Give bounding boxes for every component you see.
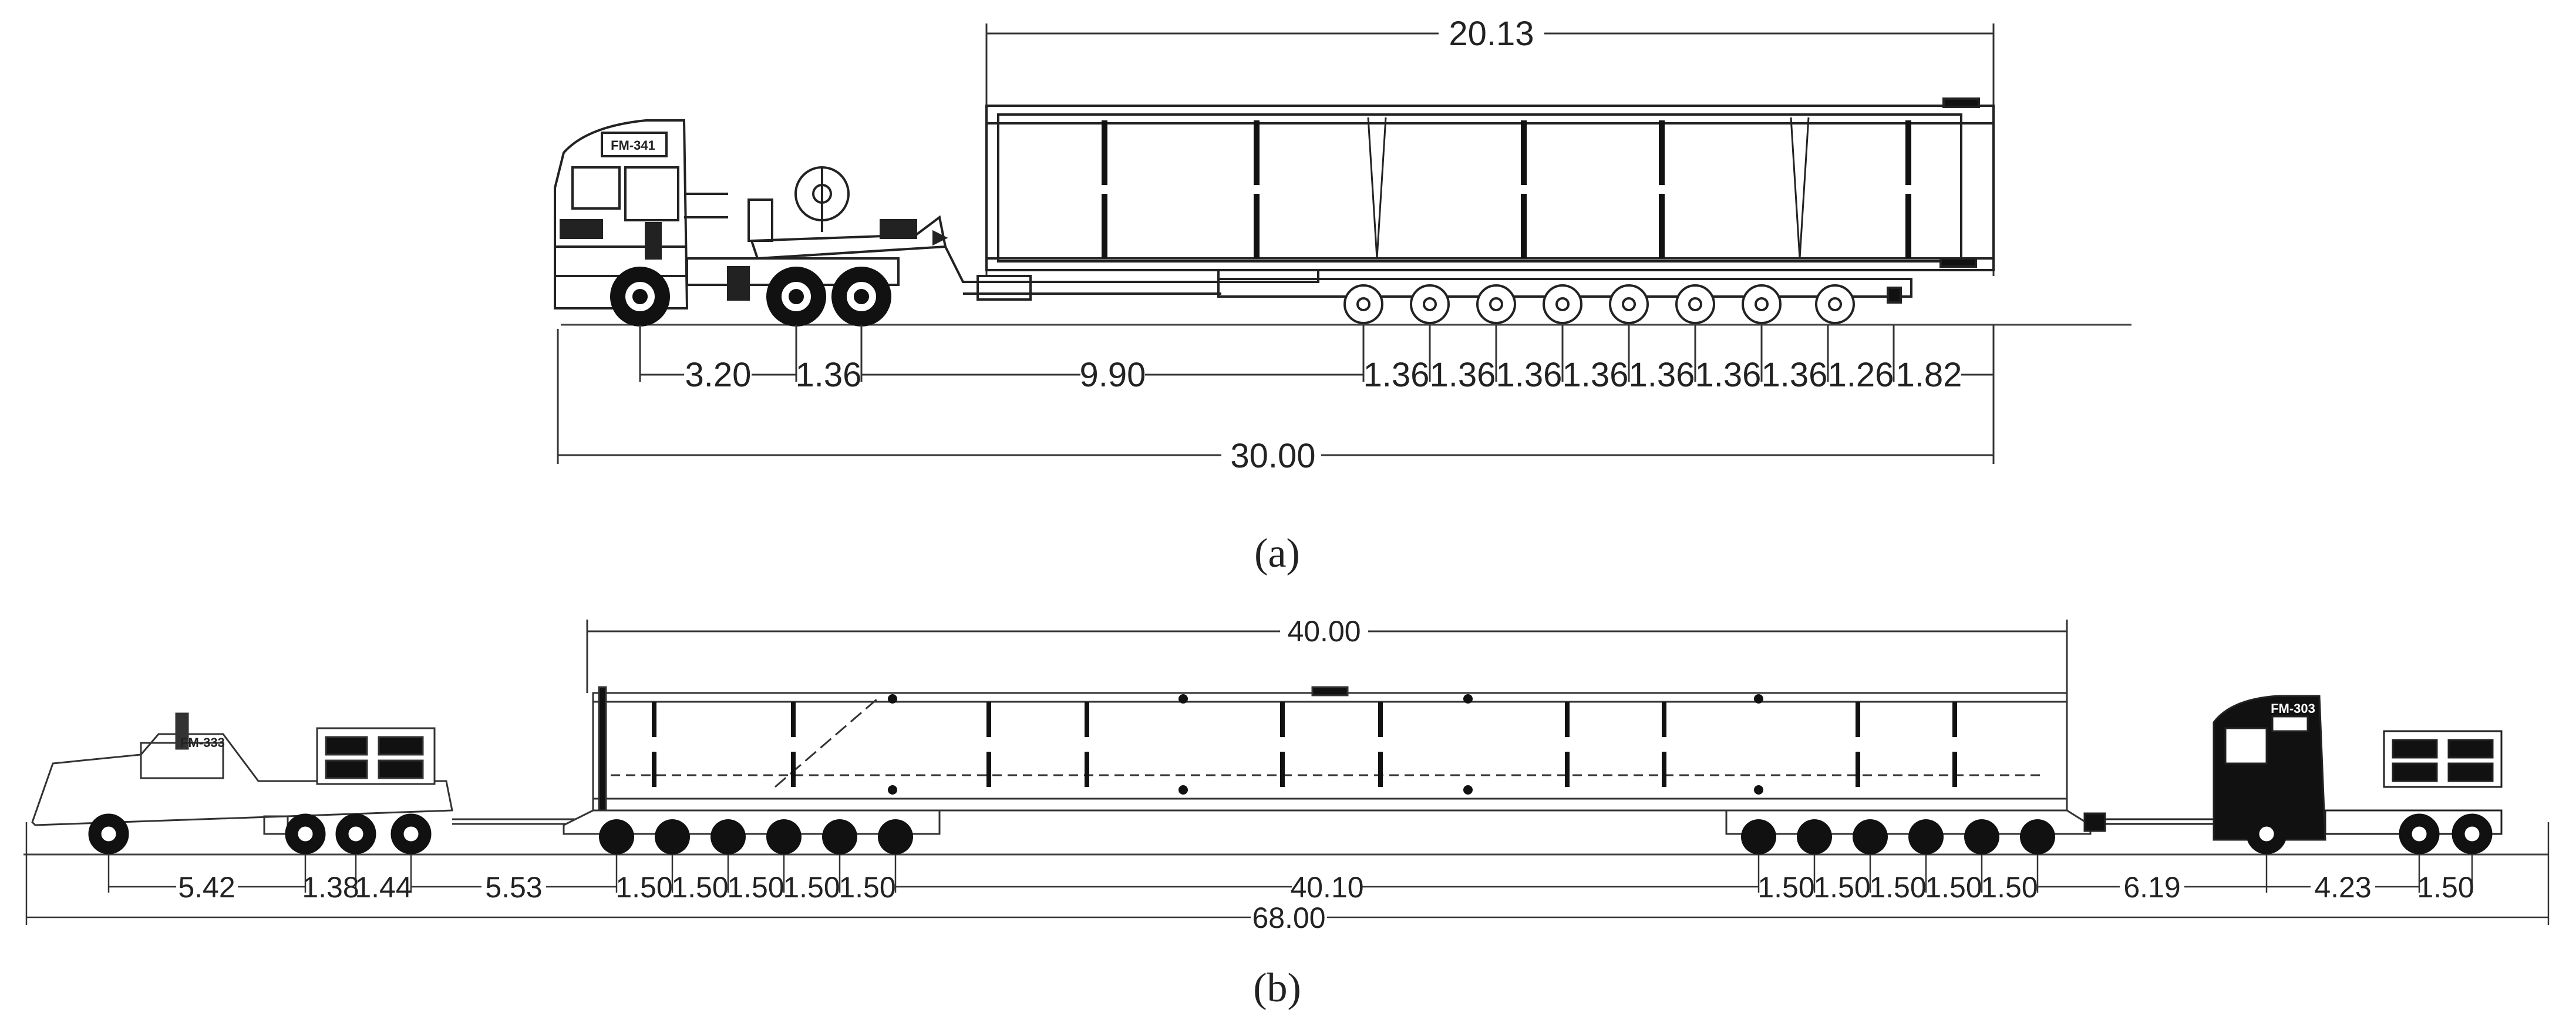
spacing-b-0: 5.42 xyxy=(178,871,235,904)
cargo-braces-a xyxy=(1367,117,1810,259)
spacing-a-4: 1.36 xyxy=(1430,356,1496,394)
spacing-b-14: 1.50 xyxy=(1981,871,2038,904)
spacing-a-3: 1.36 xyxy=(1363,356,1430,394)
rear-cab-plate-b: FM-303 xyxy=(2271,701,2315,716)
spacing-b-13: 1.50 xyxy=(1925,871,1982,904)
spacing-labels-a: 3.20 1.36 9.90 1.36 1.36 1.36 1.36 1.36 … xyxy=(685,356,1962,394)
cargo-frame-a xyxy=(985,97,1995,271)
overall-bottom-dimension-b xyxy=(25,822,2550,925)
label-top-b: 40.00 xyxy=(1287,615,1361,648)
figure-a: 20.13 FM-341 xyxy=(554,15,2131,576)
spacing-b-4: 1.50 xyxy=(615,871,672,904)
cab-plate-a: FM-341 xyxy=(611,138,655,153)
caption-b: (b) xyxy=(1253,965,1301,1011)
tractor-truck-a xyxy=(554,119,948,309)
spacing-b-3: 5.53 xyxy=(485,871,542,904)
spacing-a-9: 1.36 xyxy=(1762,356,1828,394)
front-cab-plate-b: FM-333 xyxy=(180,735,225,750)
spacing-b-2: 1.44 xyxy=(355,871,412,904)
spacing-b-12: 1.50 xyxy=(1869,871,1926,904)
spacing-b-7: 1.50 xyxy=(783,871,840,904)
spacing-b-8: 1.50 xyxy=(839,871,895,904)
spacing-a-2: 9.90 xyxy=(1080,356,1146,394)
caption-a: (a) xyxy=(1254,531,1300,576)
rear-tractor-b xyxy=(2083,695,2503,841)
rear-tractor-wheels-b xyxy=(2246,813,2493,854)
front-tractor-b xyxy=(31,712,587,835)
cargo-posts-b xyxy=(652,694,1957,795)
spacing-b-17: 1.50 xyxy=(2417,871,2474,904)
spacing-dimensions-b xyxy=(107,854,2473,893)
spacing-a-11: 1.82 xyxy=(1896,356,1962,394)
spacing-a-8: 1.36 xyxy=(1695,356,1762,394)
spacing-dimensions-a xyxy=(639,325,1995,382)
label-bottom-a: 30.00 xyxy=(1230,437,1315,475)
spacing-b-6: 1.50 xyxy=(727,871,784,904)
label-bottom-b: 68.00 xyxy=(1252,901,1325,934)
overall-bottom-dimension-a xyxy=(557,329,1995,464)
spacing-a-7: 1.36 xyxy=(1629,356,1695,394)
spacing-b-15: 6.19 xyxy=(2123,871,2180,904)
figure-b: 40.00 FM-333 xyxy=(23,615,2550,1011)
spacing-a-0: 3.20 xyxy=(685,356,752,394)
spacing-labels-b: 5.42 1.38 1.44 5.53 1.50 1.50 1.50 1.50 … xyxy=(178,871,2474,904)
overall-top-dimension-b xyxy=(586,620,2068,693)
trailer-wheels-a xyxy=(1343,284,1902,324)
spacing-b-1: 1.38 xyxy=(302,871,359,904)
front-tractor-wheels-b xyxy=(88,813,432,854)
spacing-a-5: 1.36 xyxy=(1496,356,1563,394)
tractor-wheels-a xyxy=(610,267,891,327)
label-top-a: 20.13 xyxy=(1449,15,1534,53)
spacing-a-6: 1.36 xyxy=(1563,356,1629,394)
trailer-wheels-front-bogie-b xyxy=(599,819,913,854)
spacing-b-9: 40.10 xyxy=(1290,871,1363,904)
cargo-posts-a xyxy=(1102,120,1911,258)
spacing-b-5: 1.50 xyxy=(671,871,728,904)
spacing-b-10: 1.50 xyxy=(1757,871,1814,904)
spacing-b-16: 4.23 xyxy=(2314,871,2371,904)
spacing-a-1: 1.36 xyxy=(796,356,862,394)
trailer-wheels-rear-bogie-b xyxy=(1741,819,2055,854)
spacing-b-11: 1.50 xyxy=(1813,871,1870,904)
spacing-a-10: 1.26 xyxy=(1828,356,1894,394)
overall-top-dimension-a xyxy=(985,23,1995,276)
